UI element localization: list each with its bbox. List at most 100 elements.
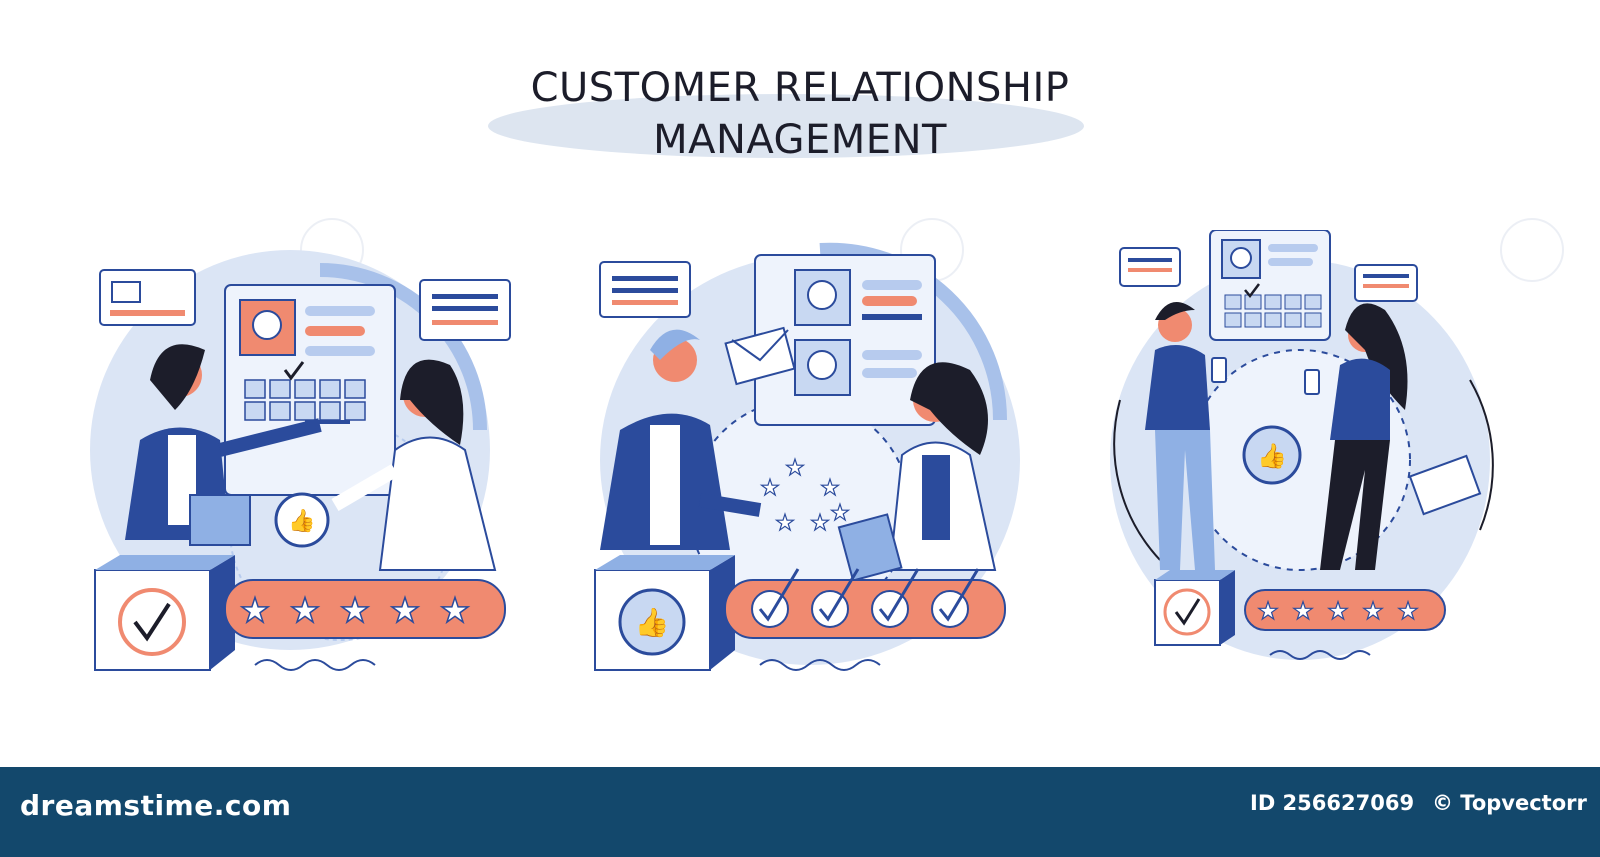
bubble-line [612,288,678,293]
decorative-arc [1113,399,1161,561]
floating-stars: ★★★★★★ [760,455,851,536]
person-shirt [922,455,950,540]
document-line [862,314,922,320]
svg-text:★: ★ [440,591,470,631]
page-title: CUSTOMER RELATIONSHIP MANAGEMENT [400,62,1200,166]
svg-text:★: ★ [810,511,830,536]
person-body [1330,358,1390,440]
pointing-arm [218,418,322,457]
document-line [1268,258,1313,266]
person-hair [1155,302,1195,320]
title-line-2: MANAGEMENT [653,117,947,163]
svg-text:★: ★ [1257,597,1279,625]
phone-icon [1211,357,1227,383]
speech-bubble-text [1354,264,1418,302]
check-circle [118,588,186,656]
phone-icon [1304,369,1320,395]
scene-1-illustration: 👍 ★ ★ ★ ★ ★ [90,250,511,671]
svg-text:★: ★ [830,501,850,526]
check-box-top [95,555,235,570]
decorative-wave [1269,650,1371,660]
rating-bar [724,579,1006,639]
open-book-icon [189,494,251,546]
avatar-icon [252,310,282,340]
svg-text:★: ★ [290,591,320,631]
svg-text:★: ★ [1327,597,1349,625]
author-label: © Topvectorr [1432,791,1587,815]
person-hair [400,359,464,445]
brand-logo-text: dreamstime.com [20,789,292,822]
person-hair [1345,303,1408,410]
thumbs-up-icon: 👍 [288,508,315,534]
document-line [862,296,917,306]
decorative-wave [254,659,376,671]
svg-text:★: ★ [785,456,805,481]
person-shirt [650,425,680,545]
document-line [862,280,922,290]
svg-text:★: ★ [760,476,780,501]
thumbs-up-icon: 👍 [635,606,670,639]
envelope-icon [111,281,141,303]
svg-text:★: ★ [775,511,795,536]
avatar-icon [807,280,837,310]
document-line [305,346,375,356]
check-box-top [1155,570,1235,580]
document-line [862,368,917,378]
bubble-line [110,310,185,316]
person-body [1145,345,1210,430]
rating-stars: ★ ★ ★ ★ ★ [1257,596,1420,625]
thumbs-box-side [710,555,735,670]
thumbs-up-badge [618,588,686,656]
document-line [862,350,922,360]
document-line [1268,244,1318,252]
bubble-line [432,320,498,325]
avatar-icon [1230,247,1252,269]
person-hair [650,329,700,360]
person-body [378,436,497,571]
check-box-side [210,555,235,670]
person-legs [1155,430,1215,570]
calendar-grid [1224,294,1322,328]
envelope-icon [724,326,796,386]
svg-text:★: ★ [390,591,420,631]
document-line [305,306,375,316]
thumbs-up-badge [274,492,330,548]
check-circle [1163,588,1211,636]
bubble-line [1363,284,1409,288]
rating-bar [224,579,506,639]
scene-3-illustration: 👍 ★ ★ ★ ★ ★ [1110,230,1494,660]
svg-text:★: ★ [340,591,370,631]
rating-stars: ★ ★ ★ ★ ★ [239,590,471,632]
thumbs-up-badge [1242,425,1302,485]
bubble-line [432,294,498,299]
person-hair [150,344,205,410]
bubble-line [432,306,498,311]
decorative-arc [819,242,1008,421]
bubble-line [612,276,678,281]
svg-text:★: ★ [1292,597,1314,625]
avatar-icon [807,350,837,380]
bubble-line [1128,268,1172,272]
bubble-line [1128,258,1172,262]
checkmark-icon [133,602,171,642]
checkmark-icon [1244,283,1260,299]
bubble-line [1363,274,1409,278]
watermark-swirl [1500,218,1564,282]
title-background-blob [488,94,1084,158]
title-line-1: CUSTOMER RELATIONSHIP [530,65,1070,111]
document-line [305,326,365,336]
thumbs-box-top [595,555,735,570]
svg-text:★: ★ [240,591,270,631]
svg-text:★: ★ [820,476,840,501]
svg-text:★: ★ [1397,597,1419,625]
checkmark-icon [283,361,305,381]
envelope-icon [1408,454,1482,516]
rating-checks [751,568,980,628]
thumbs-up-icon: 👍 [1257,442,1287,470]
open-book-icon [837,513,903,582]
svg-text:★: ★ [1362,597,1384,625]
calendar-grid [244,379,366,421]
reaching-arm [698,493,762,517]
person-hair [910,362,988,455]
pointing-arm [331,463,399,512]
